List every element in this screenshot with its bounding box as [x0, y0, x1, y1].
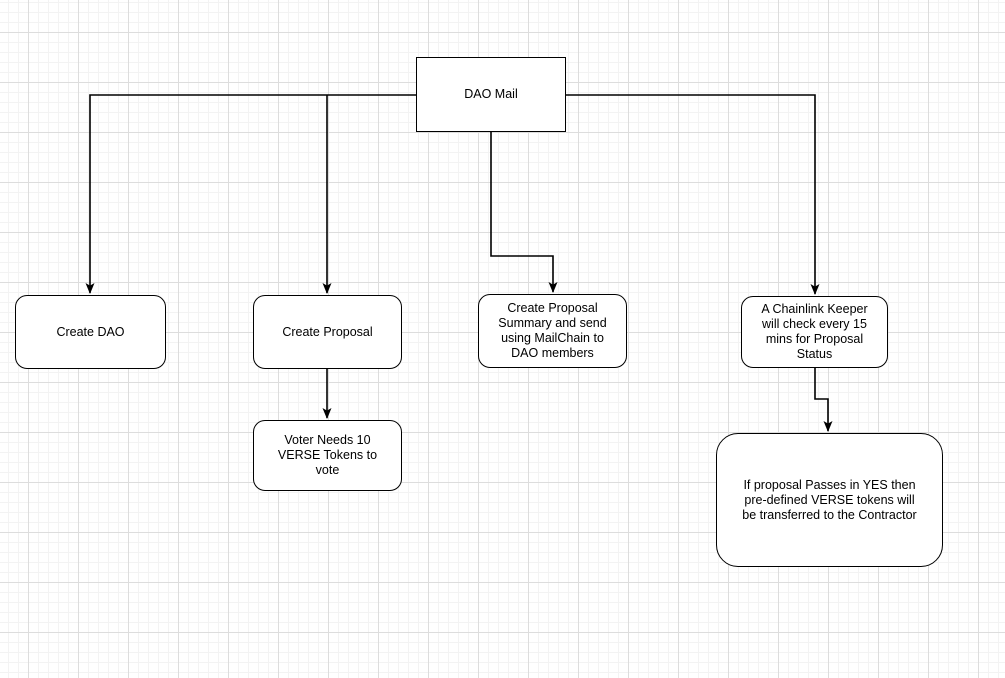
node-voter-tokens[interactable]: Voter Needs 10 VERSE Tokens to vote — [253, 420, 402, 491]
edge-daomail-to-proposalsummary[interactable] — [490, 132, 558, 293]
node-chainlink-keeper[interactable]: A Chainlink Keeper will check every 15 m… — [741, 296, 888, 368]
edge-daomail-to-createdao[interactable] — [85, 94, 416, 294]
node-proposal-passes[interactable]: If proposal Passes in YES then pre-defin… — [716, 433, 943, 567]
node-create-dao[interactable]: Create DAO — [15, 295, 166, 369]
node-dao-mail[interactable]: DAO Mail — [416, 57, 566, 132]
edge-daomail-to-chainlinkkeeper[interactable] — [566, 94, 820, 295]
node-create-proposal[interactable]: Create Proposal — [253, 295, 402, 369]
edge-chainlinkkeeper-to-proposalpasses[interactable] — [814, 368, 833, 432]
node-proposal-summary[interactable]: Create Proposal Summary and send using M… — [478, 294, 627, 368]
